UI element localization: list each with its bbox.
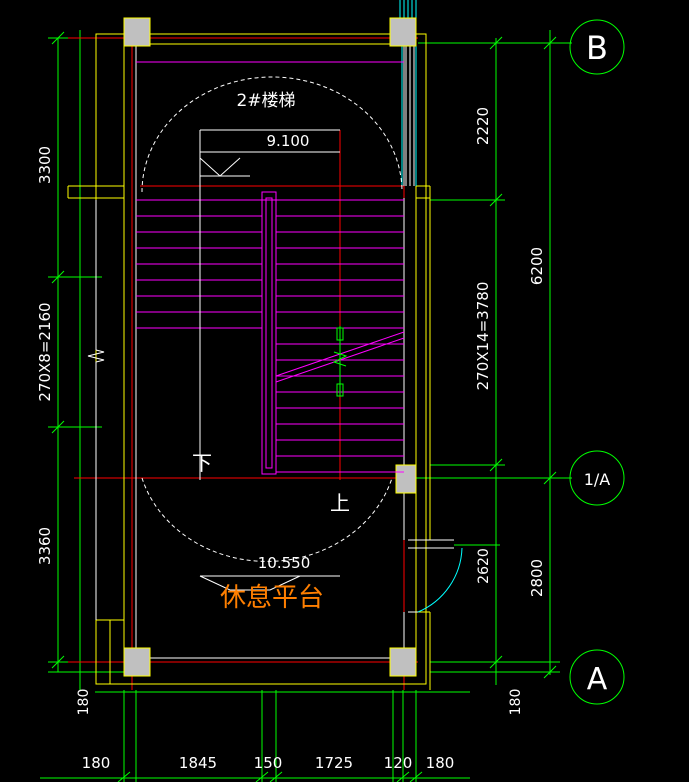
down-label: 下 (192, 451, 212, 475)
bottom-dimension-lines (40, 690, 470, 782)
dim-bottom-3: 150 (254, 754, 283, 772)
inner-wall-lines (87, 20, 454, 659)
dim-left-bottom: 3360 (36, 527, 54, 565)
right-dimension-lines (416, 30, 572, 685)
axis-bubble-b: B (569, 19, 625, 75)
dim-right-lower: 2800 (528, 559, 546, 597)
dim-left-mid: 270X8=2160 (36, 302, 54, 401)
columns (123, 17, 417, 677)
column-mid-right (395, 464, 417, 494)
dim-bottom-1: 180 (82, 754, 111, 772)
dim-right-upper: 2220 (474, 107, 492, 145)
dim-left-top: 3300 (36, 146, 54, 184)
axis-bubble-a: A (569, 649, 625, 705)
up-label: 上 (330, 491, 350, 515)
dim-right-edge: 180 (508, 689, 524, 716)
window-and-door (399, 0, 463, 613)
elevation-landing: 10.550 (258, 554, 311, 572)
axis-label-b: B (586, 29, 608, 67)
dim-bottom-6: 180 (426, 754, 455, 772)
elevation-top: 9.100 (267, 132, 310, 150)
break-marker (332, 326, 348, 397)
landing-label: 休息平台 (220, 583, 324, 613)
column-bottom-left (123, 647, 151, 677)
axis-label-1a: 1/A (584, 470, 611, 489)
dim-left-edge: 180 (76, 689, 92, 716)
dim-bottom-2: 1845 (179, 754, 217, 772)
dim-right-flight: 270X14=3780 (474, 282, 492, 391)
axis-label-a: A (587, 662, 608, 697)
stair-flights (136, 61, 405, 475)
column-bottom-right (389, 647, 417, 677)
column-top-right (389, 17, 417, 47)
column-top-left (123, 17, 151, 47)
axis-bubble-1a: 1/A (569, 450, 625, 506)
walking-lines (199, 129, 340, 591)
stair-title: 2#楼梯 (236, 91, 295, 111)
dim-bottom-5: 120 (384, 754, 413, 772)
dim-right-total: 6200 (528, 247, 546, 285)
landing-outlines (141, 76, 403, 562)
dim-right-door: 2620 (476, 548, 492, 584)
dim-bottom-4: 1725 (315, 754, 353, 772)
